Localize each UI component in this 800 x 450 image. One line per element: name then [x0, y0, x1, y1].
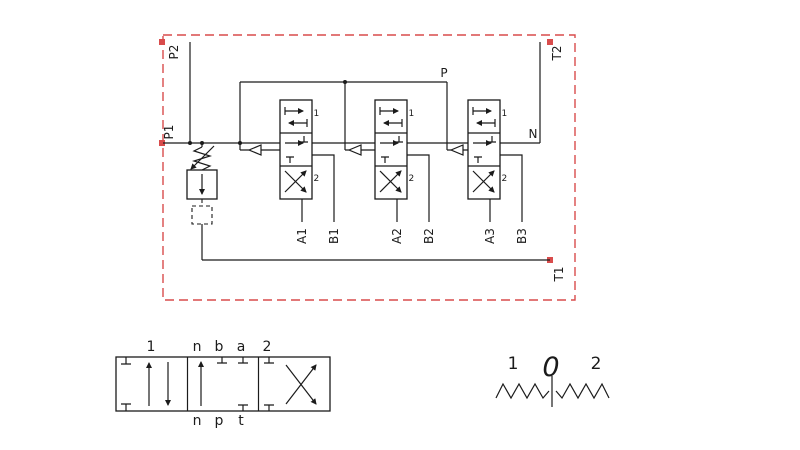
spring-label-0: 0: [542, 352, 559, 383]
port-label-t2: T2: [550, 46, 564, 62]
blocked-port-ticks: [217, 357, 248, 411]
position-label-1: 1: [314, 109, 320, 119]
legend-label-n-bottom: n: [193, 413, 202, 429]
check-valve-icon: [247, 144, 262, 156]
spring-icon-right: [555, 382, 610, 400]
port-label-b3: B3: [515, 228, 529, 244]
position-label-1: 1: [409, 109, 415, 119]
junction-dot: [238, 141, 242, 145]
relief-pilot-box: [191, 205, 213, 225]
valve-section-1: 1 2 A1 B1: [279, 99, 341, 244]
work-port-lines: [396, 154, 430, 222]
spring-centering-detail: 1 0 2: [495, 352, 610, 407]
legend-label-b: b: [215, 339, 224, 355]
valve-section-3: 1 2 A3 B3: [467, 99, 529, 244]
legend-label-p: p: [215, 413, 224, 429]
blocked-port-ticks: [474, 136, 496, 163]
port-label-b1: B1: [327, 228, 341, 244]
main-port-labels: P2 T2 P1 T1 N P: [162, 45, 566, 283]
port-label-a2: A2: [390, 228, 404, 244]
cross-flow-arrow-icon: [284, 170, 307, 193]
legend-label-1: 1: [147, 339, 156, 355]
port-marker-p1: [159, 140, 165, 146]
blocked-port-ticks: [121, 357, 131, 411]
legend-valve-symbol: 1 n b a 2 n p t: [115, 339, 331, 429]
legend-cell-dividers: [186, 357, 260, 411]
legend-label-t: t: [238, 413, 244, 429]
check-valve-icon: [449, 144, 464, 156]
port-label-b2: B2: [422, 228, 436, 244]
position-label-2: 2: [314, 174, 320, 184]
cell-dividers: [468, 132, 500, 167]
legend-valve-body: [115, 356, 331, 412]
legend-label-n-top: n: [193, 339, 202, 355]
blocked-port-ticks: [286, 136, 308, 163]
position-label-2: 2: [409, 174, 415, 184]
work-port-lines: [489, 154, 523, 222]
legend-label-a: a: [237, 339, 246, 355]
port-marker-t2: [547, 39, 553, 45]
relief-adjust-arrow-icon: [190, 145, 215, 170]
junction-dot: [188, 141, 192, 145]
blocked-port-ticks: [264, 357, 274, 411]
spring-label-2: 2: [591, 354, 602, 374]
hydraulic-lines: [163, 42, 550, 261]
port-seat-ticks: [379, 107, 403, 127]
legend-label-2: 2: [263, 339, 272, 355]
cross-flow-arrow-icon: [472, 170, 495, 193]
junction-dot: [343, 80, 347, 84]
cross-flow-arrow-icon: [379, 170, 402, 193]
pressure-relief-valve: [186, 143, 218, 260]
port-label-a1: A1: [295, 228, 309, 244]
check-valve-icon: [347, 144, 362, 156]
housing-dashed-outline: [162, 34, 576, 301]
port-label-p2: P2: [167, 45, 181, 60]
valve-section-2: 1 2 A2 B2: [374, 99, 436, 244]
port-label-n: N: [529, 127, 538, 141]
port-label-p: P: [440, 66, 447, 80]
position-label-1: 1: [502, 109, 508, 119]
blocked-port-ticks: [381, 136, 403, 163]
cell-dividers: [375, 132, 407, 167]
port-marker-p2: [159, 39, 165, 45]
cross-flow-arrow-icon: [285, 364, 317, 405]
port-label-p1: P1: [162, 125, 176, 140]
spring-label-1: 1: [508, 354, 519, 374]
port-label-t1: T1: [552, 267, 566, 283]
position-label-2: 2: [502, 174, 508, 184]
port-seat-ticks: [472, 107, 496, 127]
port-label-a3: A3: [483, 228, 497, 244]
work-port-lines: [301, 154, 335, 222]
spring-icon-left: [495, 382, 550, 400]
cell-dividers: [280, 132, 312, 167]
port-seat-ticks: [284, 107, 308, 127]
